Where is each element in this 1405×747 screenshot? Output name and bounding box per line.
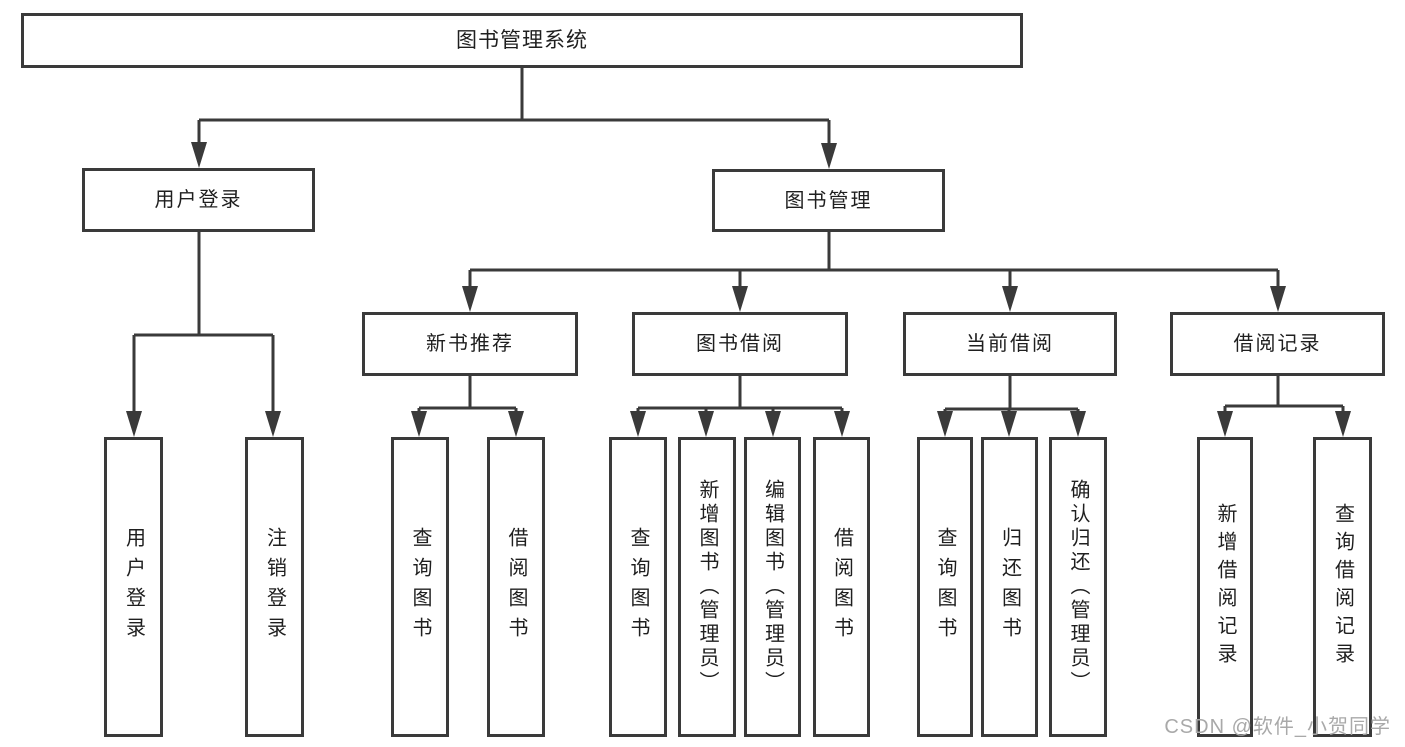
csdn-watermark: CSDN @软件_小贺同学 — [1164, 716, 1391, 738]
leaf-query-books-recommend: 查询图书 — [391, 437, 449, 737]
node-user-login: 用户登录 — [82, 168, 315, 232]
node-root: 图书管理系统 — [21, 13, 1023, 68]
node-new-book-recommend: 新书推荐 — [362, 312, 578, 376]
leaf-add-books-admin: 新增图书（管理员） — [678, 437, 736, 737]
node-book-borrow: 图书借阅 — [632, 312, 848, 376]
leaf-return-books: 归还图书 — [981, 437, 1038, 737]
leaf-confirm-return-admin: 确认归还（管理员） — [1049, 437, 1107, 737]
leaf-query-books-borrow: 查询图书 — [609, 437, 667, 737]
node-current-borrow: 当前借阅 — [903, 312, 1117, 376]
leaf-query-borrow-record: 查询借阅记录 — [1313, 437, 1372, 737]
leaf-logout: 注销登录 — [245, 437, 304, 737]
node-book-management: 图书管理 — [712, 169, 945, 232]
leaf-borrow-books: 借阅图书 — [813, 437, 870, 737]
leaf-add-borrow-record: 新增借阅记录 — [1197, 437, 1253, 737]
leaf-user-login: 用户登录 — [104, 437, 163, 737]
leaf-edit-books-admin: 编辑图书（管理员） — [744, 437, 801, 737]
leaf-query-books-current: 查询图书 — [917, 437, 973, 737]
leaf-borrow-books-recommend: 借阅图书 — [487, 437, 545, 737]
node-borrow-records: 借阅记录 — [1170, 312, 1385, 376]
